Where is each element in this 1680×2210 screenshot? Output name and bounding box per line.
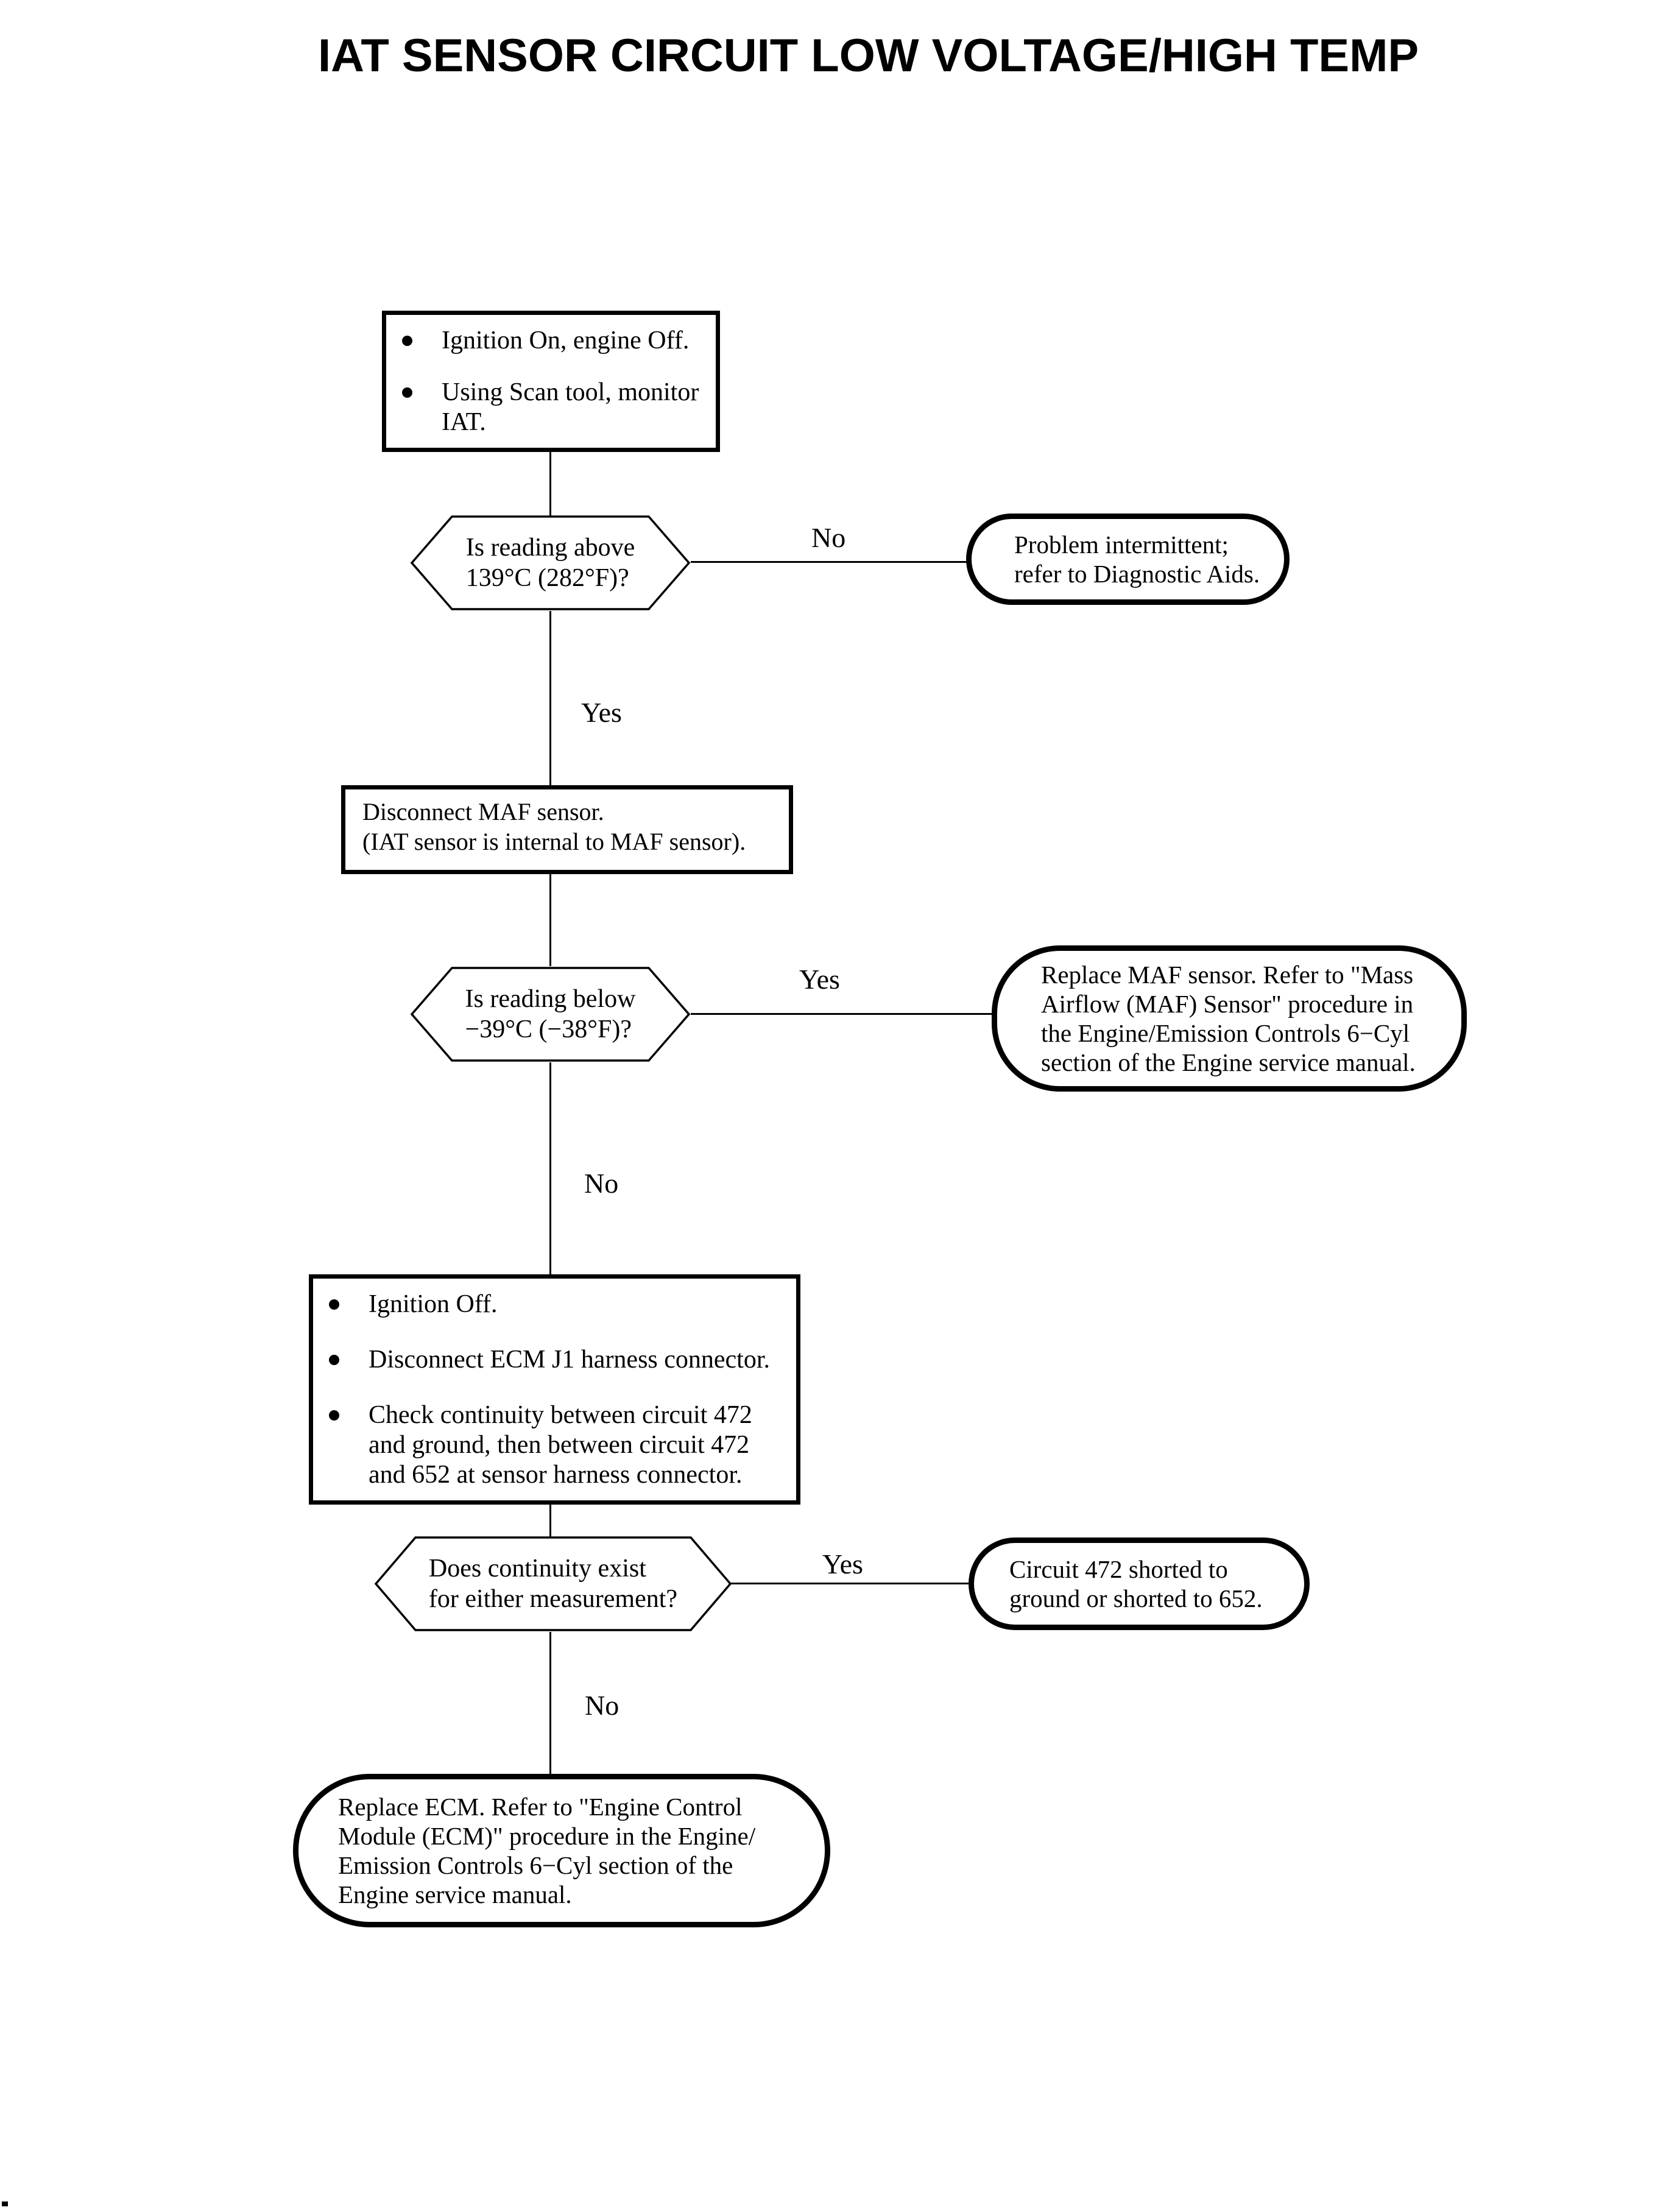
list-item: Using Scan tool, monitor IAT. (402, 378, 710, 437)
result1-capsule: Problem intermittent; refer to Diagnosti… (966, 514, 1290, 605)
result2-text: Replace MAF sensor. Refer to "Mass Airfl… (1041, 961, 1416, 1076)
check-box-item-2: Disconnect ECM J1 harness connector. (369, 1346, 771, 1374)
list-item: Disconnect ECM J1 harness connector. (329, 1345, 790, 1375)
start-box-item-2: Using Scan tool, monitor IAT. (442, 378, 699, 436)
decision3-hexagon: Does continuity exist for either measure… (374, 1536, 732, 1632)
bullet-icon (329, 1355, 339, 1365)
connector-start-to-decision1 (549, 451, 551, 516)
check-box: Ignition Off. Disconnect ECM J1 harness … (309, 1274, 800, 1505)
scan-artifact-mark (2, 2201, 8, 2206)
result2-capsule: Replace MAF sensor. Refer to "Mass Airfl… (992, 945, 1467, 1092)
result4-text: Replace ECM. Refer to "Engine Control Mo… (338, 1793, 756, 1908)
result3-text: Circuit 472 shorted to ground or shorted… (1009, 1555, 1263, 1612)
edge-label-yes-1: Yes (581, 697, 622, 728)
result3-capsule: Circuit 472 shorted to ground or shorted… (969, 1537, 1310, 1630)
connector-decision2-to-result2 (691, 1013, 992, 1015)
list-item: Ignition Off. (329, 1290, 790, 1319)
edge-label-no-3: No (585, 1690, 619, 1721)
hexagon-shape (410, 515, 691, 610)
result4-capsule: Replace ECM. Refer to "Engine Control Mo… (293, 1774, 830, 1927)
connector-decision1-to-action1 (549, 611, 551, 785)
hexagon-shape (374, 1536, 732, 1631)
bullet-icon (402, 336, 412, 346)
edge-label-yes-2: Yes (799, 964, 840, 995)
list-item: Ignition On, engine Off. (402, 326, 710, 356)
bullet-icon (402, 387, 412, 398)
decision2-hexagon: Is reading below −39°C (−38°F)? (410, 966, 691, 1062)
check-box-item-3: Check continuity between circuit 472 and… (369, 1401, 752, 1489)
connector-decision2-to-checkbox (549, 1062, 551, 1274)
edge-label-no-2: No (584, 1168, 619, 1199)
action1-text: Disconnect MAF sensor. (IAT sensor is in… (362, 798, 746, 855)
page-title: IAT SENSOR CIRCUIT LOW VOLTAGE/HIGH TEMP (318, 30, 1419, 82)
decision1-hexagon: Is reading above 139°C (282°F)? (410, 515, 691, 611)
decision1-text: Is reading above 139°C (282°F)? (465, 534, 635, 592)
list-item: Check continuity between circuit 472 and… (329, 1400, 790, 1490)
edge-label-yes-3: Yes (822, 1548, 863, 1580)
bullet-icon (329, 1410, 339, 1421)
result1-text: Problem intermittent; refer to Diagnosti… (1014, 531, 1260, 588)
decision3-text: Does continuity exist for either measure… (428, 1555, 678, 1613)
edge-label-no-1: No (811, 522, 846, 553)
decision2-text: Is reading below −39°C (−38°F)? (465, 985, 636, 1043)
action1-box: Disconnect MAF sensor. (IAT sensor is in… (341, 785, 793, 874)
connector-decision1-to-result1 (691, 561, 967, 563)
check-box-item-1: Ignition Off. (369, 1290, 498, 1318)
connector-decision3-to-result3 (731, 1583, 969, 1584)
start-box-item-1: Ignition On, engine Off. (442, 327, 690, 355)
bullet-icon (329, 1299, 339, 1310)
hexagon-shape (410, 967, 691, 1062)
connector-action1-to-decision2 (549, 874, 551, 966)
connector-decision3-to-result4 (549, 1632, 551, 1774)
start-box: Ignition On, engine Off. Using Scan tool… (382, 311, 720, 452)
connector-checkbox-to-decision3 (549, 1505, 551, 1537)
